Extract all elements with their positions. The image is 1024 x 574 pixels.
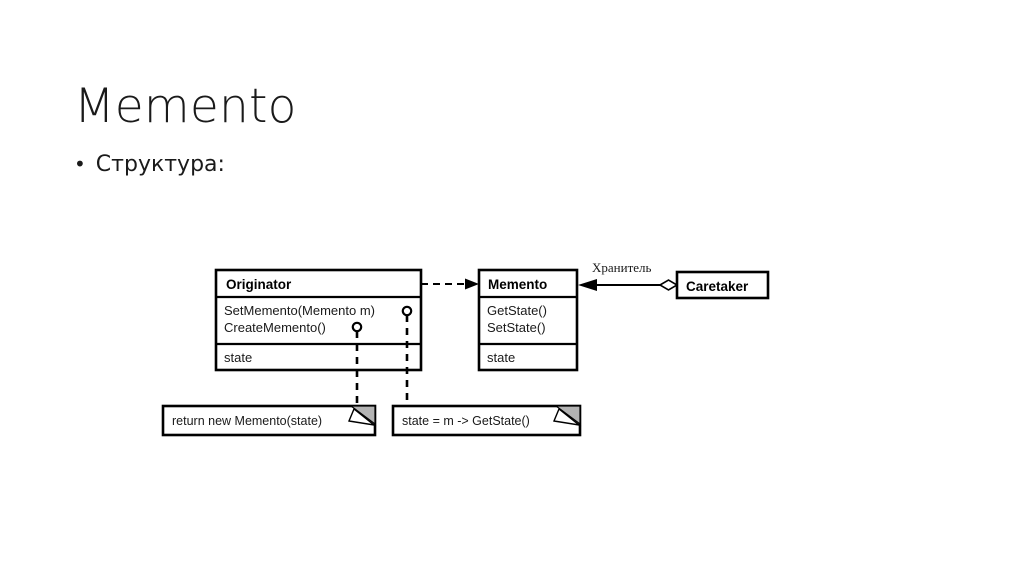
bullet-item-label: Структура:	[95, 152, 225, 177]
note-anchor-set-memento	[401, 305, 413, 406]
bullet-list-item: • Структура:	[74, 152, 225, 177]
class-name-memento: Memento	[488, 277, 547, 292]
association-role-label: Хранитель	[592, 260, 652, 275]
class-box-originator[interactable]: Originator SetMemento(Memento m) CreateM…	[214, 268, 423, 372]
class-name-originator: Originator	[226, 277, 292, 292]
class-operation: CreateMemento()	[224, 320, 326, 335]
class-operation: SetMemento(Memento m)	[224, 303, 375, 318]
class-name-caretaker: Caretaker	[686, 279, 749, 294]
page-title: Memento	[74, 79, 297, 135]
aggregation-arrow-caretaker-to-memento	[578, 279, 679, 291]
note-text: state = m -> GetState()	[402, 414, 530, 428]
note-text: return new Memento(state)	[172, 414, 322, 428]
class-box-caretaker[interactable]: Caretaker	[675, 270, 770, 300]
class-attribute: state	[487, 350, 515, 365]
note-anchor-create-memento	[351, 321, 363, 406]
class-operation: GetState()	[487, 303, 547, 318]
note-set-memento[interactable]: state = m -> GetState()	[391, 404, 582, 437]
class-attribute: state	[224, 350, 252, 365]
class-operation: SetState()	[487, 320, 546, 335]
note-create-memento[interactable]: return new Memento(state)	[161, 404, 377, 437]
dependency-arrow-originator-to-memento	[421, 278, 479, 290]
class-box-memento[interactable]: Memento GetState() SetState() state	[477, 268, 579, 372]
bullet-marker-icon: •	[74, 152, 86, 176]
